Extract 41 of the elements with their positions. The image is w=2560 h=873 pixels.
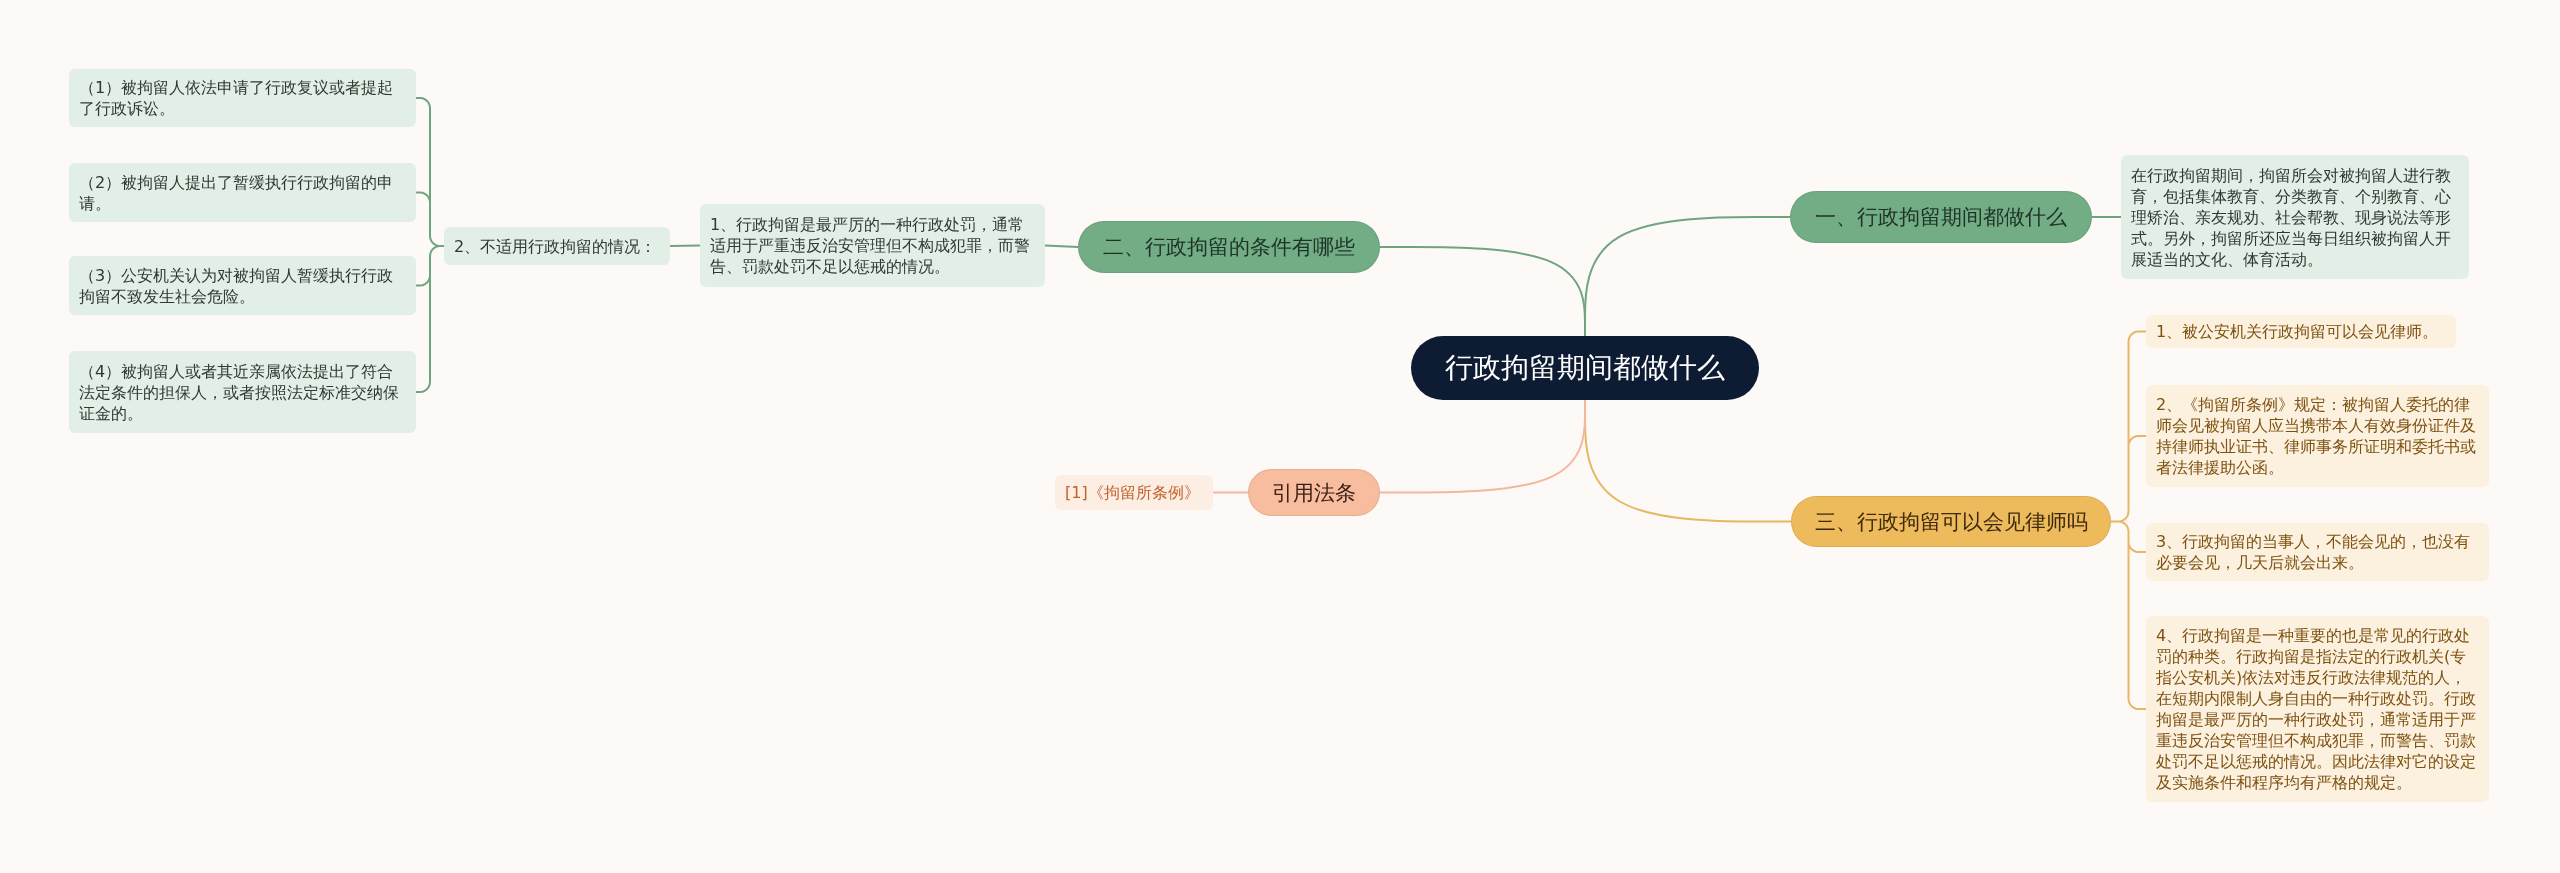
connector-line <box>1379 399 1586 494</box>
subtopic-text: （4）被拘留人或者其近亲属依法提出了符合法定条件的担保人，或者按照法定标准交纳保证金的。 <box>79 360 400 424</box>
connector-line <box>669 244 701 247</box>
subtopic-text: 2、《拘留所条例》规定：被拘留人委托的律师会见被拘留人应当携带本人有效身份证件及持律师执业证书、律师事务所证明和委托书或者法律援助公函。 <box>2156 394 2477 478</box>
main-topic-node <box>1790 191 2092 243</box>
subtopic-node <box>2146 616 2489 802</box>
subtopic-text: 在行政拘留期间，拘留所会对被拘留人进行教育，包括集体教育、分类教育、个别教育、心理矫治、亲友规劝、社会帮教、现身说法等形式。另外，拘留所还应当每日组织被拘留人开展适当的文化、体育活动。 <box>2131 164 2452 270</box>
subtopic-node <box>2146 523 2489 581</box>
connector-line <box>1044 244 1079 248</box>
main-topic-text: 二、行政拘留的条件有哪些 <box>1103 234 1355 260</box>
central-topic-text: 行政拘留期间都做什么 <box>1445 351 1725 385</box>
subtopic-node <box>444 227 670 265</box>
subtopic-node <box>2146 315 2456 348</box>
subtopic-text: [1]《拘留所条例》 <box>1065 482 1200 503</box>
subtopic-node <box>69 69 416 127</box>
subtopic-text: （3）公安机关认为对被拘留人暂缓执行行政拘留不致发生社会危险。 <box>79 264 395 307</box>
subtopic-text: 4、行政拘留是一种重要的也是常见的行政处罚的种类。行政拘留是指法定的行政机关(专指公安机关)依法对违反行政法律规范的人，在短期内限制人身自由的一种行政处罚。行政拘留是最严厉的一种行政处罚，通常适用于严重违反治安管理但不构成犯罪，而警告、罚款处罚不足以惩戒的情况。因此法律对它的设定及实施条件和程序均有严格的规定。 <box>2156 625 2477 793</box>
connector-line <box>1212 491 1249 494</box>
subtopic-node <box>69 163 416 222</box>
subtopic-text: 3、行政拘留的当事人，不能会见的，也没有必要会见，几天后就会出来。 <box>2156 531 2472 573</box>
connector-line <box>2091 216 2122 218</box>
subtopic-text: 1、行政拘留是最严厉的一种行政处罚，通常适用于严重违反治安管理但不构成犯罪，而警告、罚款处罚不足以惩戒的情况。 <box>710 214 1031 277</box>
subtopic-node <box>2121 155 2469 279</box>
connector-line <box>415 97 445 393</box>
main-topic-node <box>1248 469 1380 516</box>
subtopic-text: （2）被拘留人提出了暂缓执行行政拘留的申请。 <box>79 171 395 214</box>
main-topic-text: 引用法条 <box>1272 479 1356 506</box>
main-topic-node <box>1791 496 2111 547</box>
subtopic-node <box>1055 475 1213 510</box>
subtopic-text: 1、被公安机关行政拘留可以会见律师。 <box>2156 321 2439 342</box>
subtopic-node <box>69 351 416 433</box>
subtopic-node <box>700 204 1045 287</box>
subtopic-text: （1）被拘留人依法申请了行政复议或者提起了行政诉讼。 <box>79 77 395 119</box>
main-topic-text: 三、行政拘留可以会见律师吗 <box>1814 508 2088 535</box>
subtopic-node <box>69 256 416 315</box>
connector-line <box>1379 246 1586 337</box>
subtopic-node <box>2146 385 2489 487</box>
connector-line <box>2110 330 2147 710</box>
main-topic-node <box>1078 221 1380 273</box>
subtopic-text: 2、不适用行政拘留的情况： <box>454 235 657 257</box>
main-topic-text: 一、行政拘留期间都做什么 <box>1815 204 2067 230</box>
